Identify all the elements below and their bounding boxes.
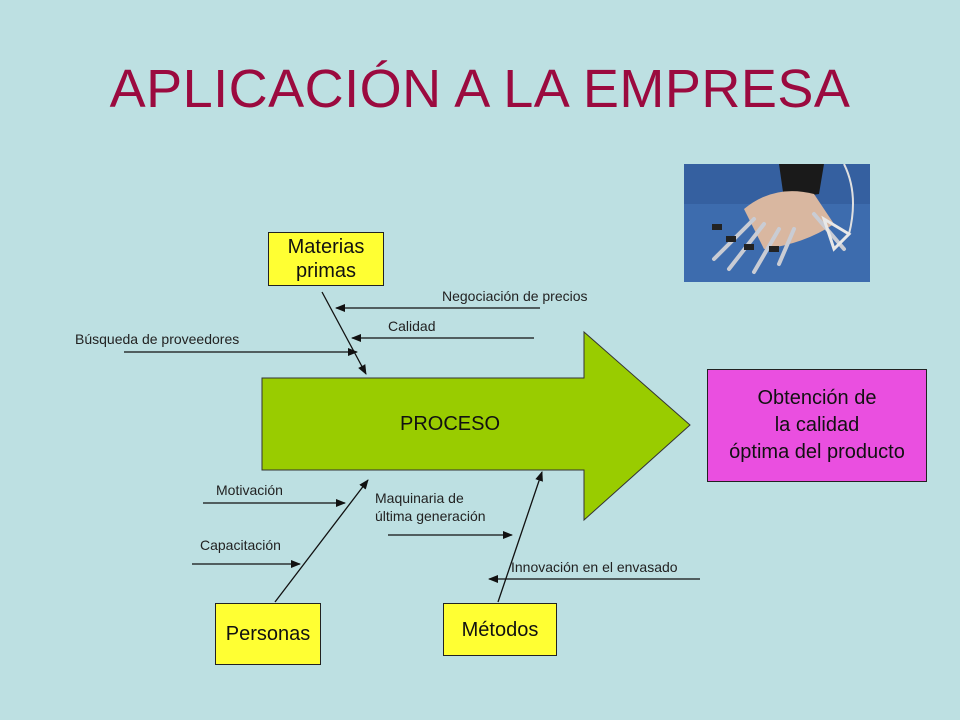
metodos-branch (498, 472, 542, 602)
metodos-box: Métodos (443, 603, 557, 656)
busqueda-label: Búsqueda de proveedores (75, 330, 239, 348)
personas-box: Personas (215, 603, 321, 665)
materias-primas-box: Materias primas (268, 232, 384, 286)
maquinaria-label: Maquinaria de última generación (375, 489, 486, 525)
innovacion-label: Innovación en el envasado (511, 558, 678, 576)
personas-branch (275, 480, 368, 602)
result-box: Obtención de la calidad óptima del produ… (707, 369, 927, 482)
capacitacion-label: Capacitación (200, 536, 281, 554)
materias-primas-label: Materias primas (288, 235, 365, 283)
process-label: PROCESO (360, 413, 540, 436)
result-label: Obtención de la calidad óptima del produ… (729, 385, 905, 466)
metodos-label: Métodos (462, 618, 539, 642)
motivacion-label: Motivación (216, 481, 283, 499)
negociacion-label: Negociación de precios (442, 287, 588, 305)
materias-branch (322, 292, 366, 374)
personas-label: Personas (226, 622, 311, 646)
calidad-label: Calidad (388, 317, 435, 335)
